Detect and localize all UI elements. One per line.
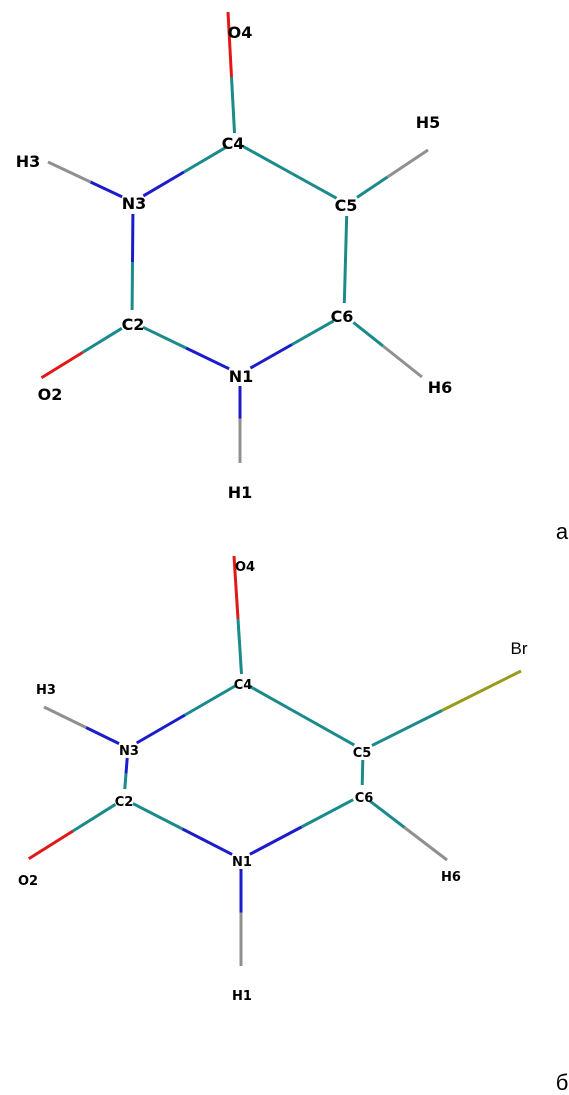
panel-b-bond-N3-C2-half-N3 xyxy=(124,757,129,774)
panel-b-bond-C2-N1-half-C2 xyxy=(132,802,184,831)
panel-b-bond-C4-N3-half-N3 xyxy=(135,713,186,745)
panel-b-bond-C4-C5-half-C4 xyxy=(248,684,304,718)
panel-a-bond-C4-C5-half-C4 xyxy=(242,145,292,175)
panel-a-bond-C5-H5-half-C5 xyxy=(356,175,389,199)
panel-a-atom-H3-label: H3 xyxy=(16,152,41,171)
panel-a-bond-C5-H5-half-H5 xyxy=(386,148,429,179)
panel-b-bonds xyxy=(27,555,522,966)
panel-a-bond-C6-N1-half-N1 xyxy=(249,343,293,370)
panel-a-bond-C4-O4-half-C4 xyxy=(230,76,237,134)
panel-b-atom-O2-label: O2 xyxy=(18,874,38,889)
panel-a-bond-N3-H3-half-N3 xyxy=(89,180,123,199)
panel-a-atom-C4-label: C4 xyxy=(222,134,245,153)
panel-b-bond-C2-O2-half-O2 xyxy=(27,829,74,861)
panel-a-bonds xyxy=(40,11,429,463)
panel-b-bond-C4-O4-half-C4 xyxy=(236,618,243,675)
panel-b-bond-N3-H3-half-H3 xyxy=(43,705,87,729)
panel-a-atom-H6-label: H6 xyxy=(428,378,453,397)
panel-a-bond-C2-O2-half-O2 xyxy=(40,351,84,380)
panel-b-bond-C6-N1-half-C6 xyxy=(300,798,354,829)
panel-a-bond-C2-N1-half-N1 xyxy=(185,346,230,371)
panel-b-caption: б xyxy=(556,1070,569,1095)
panel-b-bond-C6-N1-half-N1 xyxy=(249,825,303,856)
panel-a-atom-O2-label: O2 xyxy=(38,385,63,404)
panel-b-atom-C6-label: C6 xyxy=(355,791,374,806)
panel-a-bond-C4-N3-half-C4 xyxy=(183,145,229,174)
panel-b-atom-N1-label: N1 xyxy=(232,855,252,870)
panel-b-atom-H1-label: H1 xyxy=(232,989,252,1004)
panel-b-bond-N3-C2-half-C2 xyxy=(123,773,128,790)
panel-b-bond-C4-O4-half-O4 xyxy=(232,555,240,620)
panel-a-atom-C6-label: C6 xyxy=(331,307,354,326)
panel-a-atom-H1-label: H1 xyxy=(228,483,253,502)
panel-b-atom-C4-label: C4 xyxy=(234,678,253,693)
panel-b-atom-H3-label: H3 xyxy=(36,683,56,698)
panel-a: O4 C4 H5 H3 N3 C5 C2 C6 N1 O2 H6 H1 а xyxy=(16,11,569,544)
panel-a-atom-C2-label: C2 xyxy=(122,315,145,334)
panel-a-atom-N1-label: N1 xyxy=(229,367,254,386)
panel-b-bond-C5-Br-half-Br xyxy=(441,669,522,712)
panel-b-bond-C5-Br-half-C5 xyxy=(371,709,443,747)
panel-a-bond-C4-O4-half-O4 xyxy=(226,11,233,78)
panel-b-bond-C4-C5-half-C5 xyxy=(301,714,356,747)
panel-a-bond-C6-N1-half-C6 xyxy=(291,319,335,346)
panel-b-atom-O4-label: O4 xyxy=(235,560,255,575)
panel-b-bond-C2-N1-half-N1 xyxy=(181,827,233,856)
panel-a-bond-C5-C6-half-C6 xyxy=(342,259,347,304)
panel-a-bond-C4-N3-half-N3 xyxy=(142,170,185,198)
panel-a-atom-O4-label: O4 xyxy=(228,23,253,42)
panel-b-bond-C4-N3-half-C4 xyxy=(184,684,236,717)
panel-b-atom-H6-label: H6 xyxy=(441,870,461,885)
panel-b-atom-N3-label: N3 xyxy=(119,744,139,759)
panel-a-bond-C2-O2-half-C2 xyxy=(81,327,123,354)
panel-a-bond-C4-C5-half-C5 xyxy=(290,171,338,200)
panel-a-bond-C6-H6-half-H6 xyxy=(382,344,423,379)
panel-a-atom-N3-label: N3 xyxy=(122,194,147,213)
panel-a-bond-C6-H6-half-C6 xyxy=(352,321,384,348)
panel-b-bond-C6-H6-half-H6 xyxy=(403,826,448,862)
panel-b: O4 Br H3 C4 N3 C5 C2 C6 N1 O2 H6 H1 б xyxy=(18,555,569,1095)
panel-b-atom-C5-label: C5 xyxy=(353,746,372,761)
panel-a-bond-C2-N1-half-C2 xyxy=(142,325,187,350)
panel-b-atom-C2-label: C2 xyxy=(115,795,134,810)
panel-a-bond-N3-H3-half-H3 xyxy=(47,160,92,184)
panel-a-caption: а xyxy=(556,519,569,544)
panel-b-bond-N3-H3-half-N3 xyxy=(85,726,120,745)
panel-a-atom-C5-label: C5 xyxy=(335,196,358,215)
panel-a-bond-C5-C6-half-C5 xyxy=(344,215,349,260)
panel-a-atom-H5-label: H5 xyxy=(416,113,441,132)
panel-b-bond-C2-O2-half-C2 xyxy=(72,803,117,833)
panel-b-atom-Br-label: Br xyxy=(511,639,528,658)
panel-b-bond-C6-H6-half-C6 xyxy=(369,799,406,829)
